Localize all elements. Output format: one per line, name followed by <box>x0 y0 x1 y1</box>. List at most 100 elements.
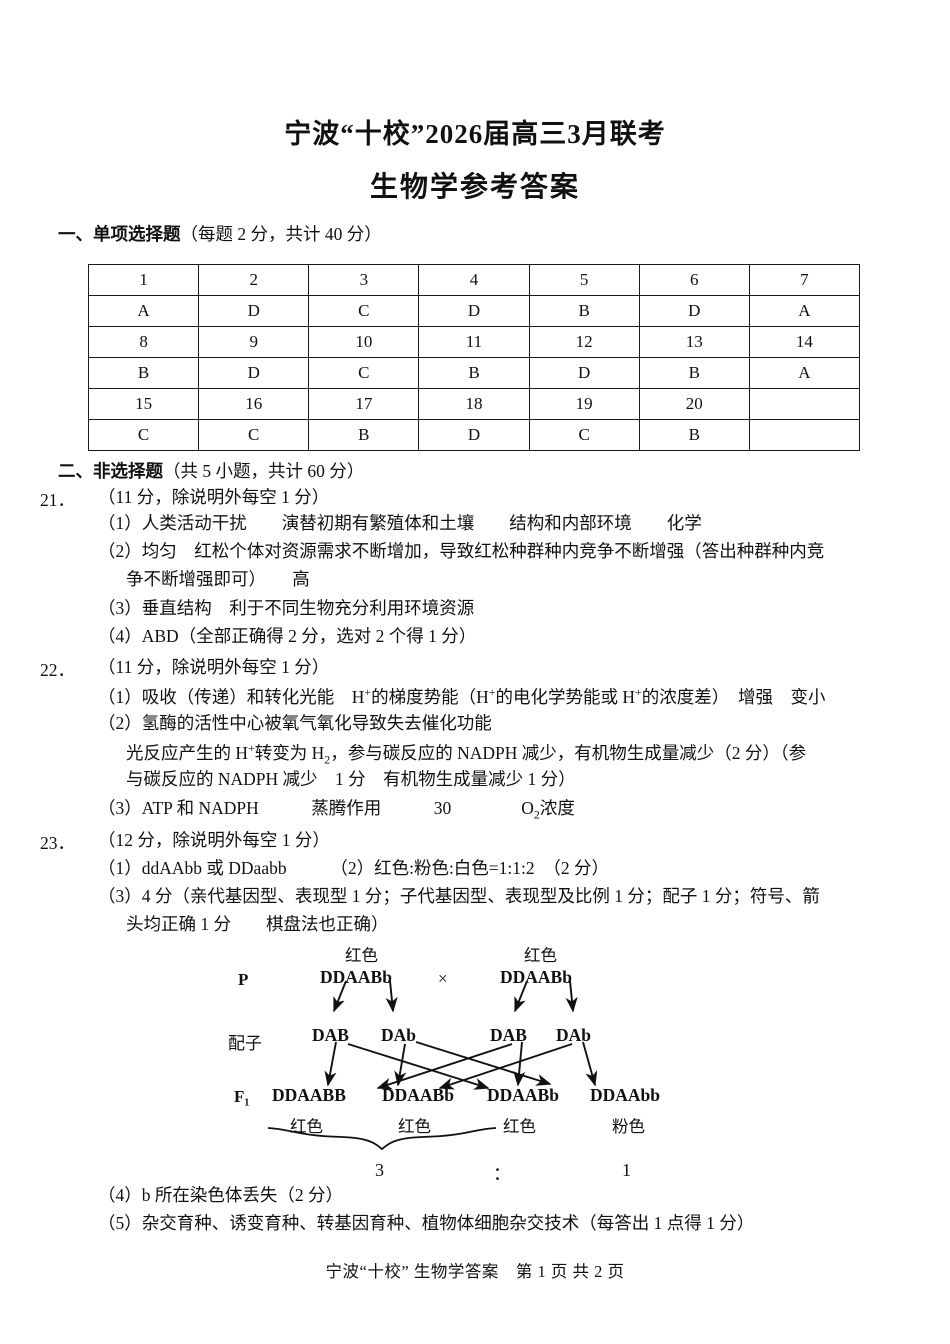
table-cell: 13 <box>638 326 750 358</box>
gamete-3: DAB <box>490 1025 527 1045</box>
gamete-2: DAb <box>381 1025 417 1045</box>
f1-phenotype-4: 粉色 <box>612 1117 645 1136</box>
gamete-4: DAb <box>556 1025 592 1045</box>
table-cell: 11 <box>418 326 530 358</box>
q22-a1-sup-3: + <box>634 685 642 699</box>
table-cell: D <box>528 357 640 389</box>
genetic-cross-diagram: P 配子 F₁ 红色 红色 DDAABb × DDAABb DAB DAb DA… <box>228 945 700 1195</box>
table-cell: C <box>87 419 200 451</box>
question-22-answer-2-cont-a: 光反应产生的 H+转变为 H2，参与碳反应的 NADPH 减少，有机物生成量减少… <box>126 741 806 767</box>
table-cell: 17 <box>308 388 420 420</box>
question-23-score-note: （12 分，除说明外每空 1 分） <box>98 830 330 850</box>
f1-genotype-3: DDAABb <box>487 1085 559 1105</box>
table-row: 1 2 3 4 5 6 7 <box>87 264 861 296</box>
q22-l3-part-b: 转变为 H <box>254 742 325 763</box>
question-21-answer-1: （1）人类活动干扰 演替初期有繁殖体和土壤 结构和内部环境 化学 <box>98 513 702 533</box>
question-22-answer-3: （3）ATP 和 NADPH 蒸腾作用 30 O2浓度 <box>98 798 575 822</box>
parent-phenotype-left: 红色 <box>345 946 378 965</box>
phenotype-group-brace <box>267 1127 497 1151</box>
table-cell: 10 <box>308 326 420 358</box>
table-cell: 9 <box>198 326 310 358</box>
page-subtitle: 生物学参考答案 <box>369 172 580 203</box>
table-cell: D <box>638 295 750 327</box>
multiple-choice-answer-table: 1 2 3 4 5 6 7 A D C D B D A 8 9 10 1 <box>87 264 861 451</box>
table-cell: 15 <box>87 388 200 420</box>
table-cell: C <box>528 419 640 451</box>
q22-a1-part-b: 的梯度势能（H <box>371 686 489 707</box>
table-row: C C B D C B <box>87 419 861 451</box>
table-cell: 16 <box>198 388 310 420</box>
q22-a1-part-a: （1）吸收（传递）和转化光能 H <box>98 686 365 707</box>
question-22-answer-1: （1）吸收（传递）和转化光能 H+的梯度势能（H+的电化学势能或 H+的浓度差）… <box>98 685 825 709</box>
table-cell: 8 <box>87 326 200 358</box>
question-23-number: 23． <box>40 833 75 853</box>
table-cell: A <box>87 295 200 327</box>
q22-l5-part-a: （3）ATP 和 NADPH 蒸腾作用 30 O <box>98 798 534 818</box>
question-21-answer-2: （2）均匀 红松个体对资源需求不断增加，导致红松种群种内竞争不断增强（答出种群种… <box>98 541 825 561</box>
table-cell: B <box>528 295 640 327</box>
table-cell: 14 <box>748 326 861 358</box>
question-22-answer-2: （2）氢酶的活性中心被氧气氧化导致失去催化功能 <box>98 713 492 733</box>
f1-genotype-1: DDAABB <box>272 1085 346 1105</box>
q22-l5-sub-1: 2 <box>533 807 540 822</box>
table-cell: B <box>638 357 750 389</box>
table-cell: B <box>87 357 200 389</box>
question-23-answer-3: （3）4 分（亲代基因型、表现型 1 分；子代基因型、表现型及比例 1 分；配子… <box>98 886 820 906</box>
q22-l3-part-c: ，参与碳反应的 NADPH 减少，有机物生成量减少（2 分）（参 <box>330 742 807 763</box>
table-cell: 4 <box>418 264 530 296</box>
table-cell: 3 <box>308 264 420 296</box>
f1-phenotype-3: 红色 <box>503 1117 536 1136</box>
ratio-right-value: 1 <box>622 1160 631 1180</box>
table-cell: D <box>418 419 530 451</box>
table-cell: C <box>308 295 420 327</box>
q22-a1-sup-1: + <box>364 685 372 699</box>
ratio-left-value: 3 <box>375 1160 384 1180</box>
table-cell: 2 <box>198 264 310 296</box>
table-cell: 1 <box>87 264 200 296</box>
section-two-heading-bold: 二、非选择题 <box>58 461 163 481</box>
section-two-heading: 二、非选择题（共 5 小题，共计 60 分） <box>58 458 364 483</box>
question-21-score-note: （11 分，除说明外每空 1 分） <box>98 487 330 507</box>
question-22-number: 22． <box>40 660 75 680</box>
f1-genotype-2: DDAABb <box>382 1085 454 1105</box>
q22-a1-part-d: 的浓度差） 增强 变小 <box>641 686 826 707</box>
gamete-1: DAB <box>312 1025 349 1045</box>
q22-l5-part-b: 浓度 <box>539 798 575 818</box>
q22-l3-part-a: 光反应产生的 H <box>126 742 249 763</box>
answer-table-body: 1 2 3 4 5 6 7 A D C D B D A 8 9 10 1 <box>87 264 861 451</box>
section-one-heading-rest: （每题 2 分，共计 40 分） <box>180 224 382 244</box>
question-23-answer-5: （5）杂交育种、诱变育种、转基因育种、植物体细胞杂交技术（每答出 1 点得 1 … <box>98 1213 755 1233</box>
section-two-heading-rest: （共 5 小题，共计 60 分） <box>163 461 365 481</box>
question-23-answer-4: （4）b 所在染色体丢失（2 分） <box>98 1185 343 1205</box>
cross-row-label-gamete: 配子 <box>228 1034 262 1053</box>
table-cell: D <box>198 295 310 327</box>
page-footer: 宁波“十校” 生物学答案 第 1 页 共 2 页 <box>325 1262 625 1281</box>
table-cell: A <box>748 295 861 327</box>
ratio-colon: ： <box>493 1164 511 1184</box>
question-22-score-note: （11 分，除说明外每空 1 分） <box>98 657 330 677</box>
table-row: A D C D B D A <box>87 295 861 327</box>
question-23-answer-1: （1）ddAAbb 或 DDaabb （2）红色:粉色:白色=1:1:2 （2 … <box>98 858 610 878</box>
table-cell: 20 <box>638 388 750 420</box>
table-cell: B <box>308 419 420 451</box>
q22-l3-sup-1: + <box>248 741 255 755</box>
table-row: 8 9 10 11 12 13 14 <box>87 326 861 358</box>
table-row: B D C B D B A <box>87 357 861 389</box>
f1-phenotype-2: 红色 <box>398 1117 431 1136</box>
table-cell: C <box>308 357 420 389</box>
q22-l3-sub-1: 2 <box>324 752 331 767</box>
table-cell: D <box>418 295 530 327</box>
section-one-heading: 一、单项选择题（每题 2 分，共计 40 分） <box>58 221 382 246</box>
table-cell: 18 <box>418 388 530 420</box>
parent-genotype-right: DDAABb <box>500 967 572 987</box>
table-cell: 12 <box>528 326 640 358</box>
q22-a1-part-c: 的电化学势能或 H <box>495 686 635 707</box>
table-cell: C <box>198 419 310 451</box>
table-cell: D <box>198 357 310 389</box>
question-21-number: 21． <box>40 490 75 510</box>
table-cell: A <box>748 357 861 389</box>
question-23-answer-3-cont: 头均正确 1 分 棋盘法也正确） <box>126 914 389 934</box>
page-title: 宁波“十校”2026届高三3月联考 <box>284 119 666 149</box>
table-cell: 7 <box>748 264 861 296</box>
